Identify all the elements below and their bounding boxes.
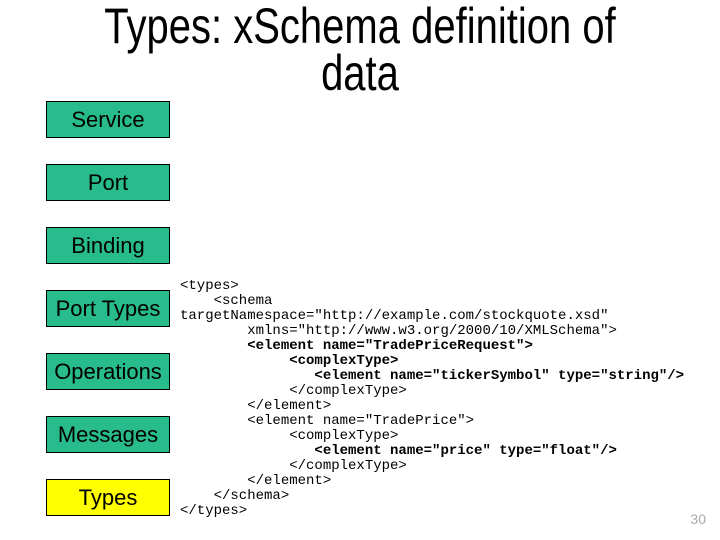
wsdl-box-binding: Binding — [46, 227, 170, 264]
code-line: <element name="price" type="float"/> — [180, 443, 617, 459]
wsdl-box-types: Types — [46, 479, 170, 516]
wsdl-box-operations: Operations — [46, 353, 170, 390]
code-line: </complexType> — [180, 383, 407, 399]
wsdl-box-messages: Messages — [46, 416, 170, 453]
code-line: </element> — [180, 398, 332, 414]
code-line: targetNamespace="http://example.com/stoc… — [180, 308, 609, 324]
wsdl-box-port-types: Port Types — [46, 290, 170, 327]
code-line: <complexType> — [180, 353, 399, 369]
code-line: xmlns="http://www.w3.org/2000/10/XMLSche… — [180, 323, 617, 339]
slide-title-line-1: Types: xSchema definition of — [104, 0, 616, 54]
code-line: <element name="TradePriceRequest"> — [180, 338, 533, 354]
code-line: </schema> — [180, 488, 290, 504]
code-line: </complexType> — [180, 458, 407, 474]
code-line: <schema — [180, 293, 273, 309]
code-line: <complexType> — [180, 428, 399, 444]
code-line: </types> — [180, 503, 248, 519]
slide-title: Types: xSchema definition of data — [72, 0, 648, 101]
code-line: <element name="TradePrice"> — [180, 413, 475, 429]
slide-title-line-2: data — [321, 45, 399, 101]
wsdl-box-port: Port — [46, 164, 170, 201]
code-line: </element> — [180, 473, 332, 489]
page-number: 30 — [690, 511, 706, 527]
code-line: <types> — [180, 278, 239, 294]
wsdl-box-service: Service — [46, 101, 170, 138]
code-line: <element name="tickerSymbol" type="strin… — [180, 368, 685, 384]
